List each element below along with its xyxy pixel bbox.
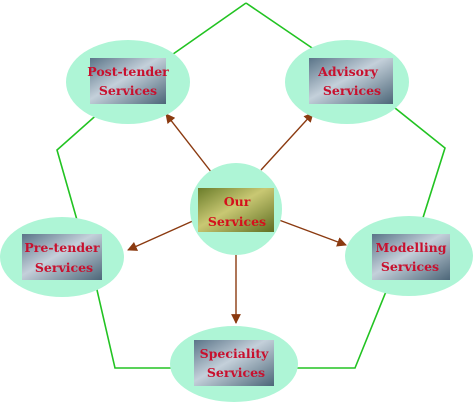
node-label-line-2: Services bbox=[207, 365, 265, 380]
node-modelling: Modelling Services bbox=[345, 216, 473, 296]
node-post-tender: Post-tender Services bbox=[66, 40, 190, 124]
node-pre-tender: Pre-tender Services bbox=[0, 217, 124, 297]
node-label-line-1: Modelling bbox=[376, 240, 447, 255]
arrow-to-modelling bbox=[278, 219, 347, 247]
node-label-line-2: Services bbox=[323, 83, 381, 98]
node-label-line-2: Services bbox=[35, 260, 93, 275]
arrow-to-advisory bbox=[260, 112, 314, 171]
node-label-line-1: Pre-tender bbox=[24, 240, 100, 255]
node-label-line-2: Services bbox=[99, 83, 157, 98]
arrow-to-pre-tender bbox=[127, 219, 196, 251]
node-label-line-1: Advisory bbox=[317, 64, 378, 79]
center-label-line-1: Our bbox=[224, 194, 251, 209]
node-label-line-1: Post-tender bbox=[87, 64, 169, 79]
node-speciality: Speciality Services bbox=[170, 326, 298, 402]
node-label-line-1: Speciality bbox=[200, 346, 269, 361]
arrow-to-post-tender bbox=[165, 113, 213, 174]
node-label-line-2: Services bbox=[381, 259, 439, 274]
node-advisory: Advisory Services bbox=[285, 40, 409, 124]
center-label-line-2: Services bbox=[208, 214, 266, 229]
node-center: Our Services bbox=[190, 163, 282, 255]
